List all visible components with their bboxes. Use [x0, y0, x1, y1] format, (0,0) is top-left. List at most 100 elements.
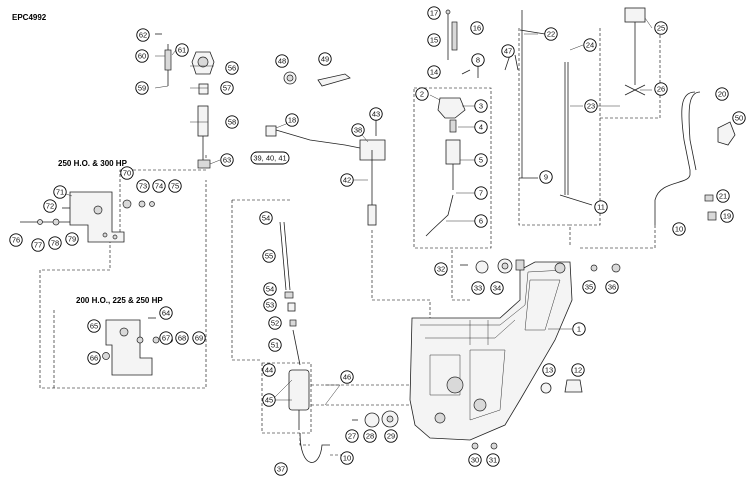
callout-circle: [135, 49, 149, 63]
callout-circle: [136, 179, 150, 193]
callout-64: 64: [159, 306, 173, 320]
callout-number: 2: [420, 90, 424, 99]
callout-circle: [268, 338, 282, 352]
callout-49: 49: [318, 52, 332, 66]
callout-46: 46: [340, 370, 354, 384]
callout-number: 66: [90, 354, 98, 363]
callout-number: 46: [343, 373, 351, 382]
callout-79: 79: [65, 232, 79, 246]
callout-circle: [363, 429, 377, 443]
callout-circle: [159, 306, 173, 320]
callout-number: 62: [139, 31, 147, 40]
callout-number: 25: [657, 24, 665, 33]
callout-number: 53: [266, 301, 274, 310]
callout-circle: [268, 316, 282, 330]
callout-circle: [384, 429, 398, 443]
callout-8: 8: [471, 53, 485, 67]
callout-circle: [152, 179, 166, 193]
callout-number: 27: [348, 432, 356, 441]
callout-number: 28: [366, 432, 374, 441]
callout-number: 76: [12, 236, 20, 245]
callout-circle: [474, 120, 488, 134]
callout-number: 8: [476, 56, 480, 65]
callout-71: 71: [53, 185, 67, 199]
callout-4: 4: [474, 120, 488, 134]
callout-number: 26: [657, 85, 665, 94]
callout-25: 25: [654, 21, 668, 35]
callout-57: 57: [220, 81, 234, 95]
callout-circle: [159, 331, 173, 345]
callout-47: 47: [501, 44, 515, 58]
callout-number: 16: [473, 24, 481, 33]
callout-45: 45: [262, 393, 276, 407]
callout-77: 77: [31, 238, 45, 252]
callout-circle: [340, 173, 354, 187]
callout-number: 68: [178, 334, 186, 343]
callout-62: 62: [136, 28, 150, 42]
callout-number: 72: [46, 202, 54, 211]
callout-number: 12: [574, 366, 582, 375]
callout-circle: [470, 21, 484, 35]
callout-number: 75: [171, 182, 179, 191]
callout-circle: [31, 238, 45, 252]
callout-circle: [369, 107, 383, 121]
callout-circle: [672, 222, 686, 236]
callout-60: 60: [135, 49, 149, 63]
callout-number: 19: [723, 212, 731, 221]
callout-number: 29: [387, 432, 395, 441]
callout-circle: [427, 6, 441, 20]
callout-27: 27: [345, 429, 359, 443]
callout-circle: [468, 453, 482, 467]
callout-39-41-text: 39, 40, 41: [253, 154, 286, 163]
heading-lower-group: 200 H.O., 225 & 250 HP: [76, 296, 163, 305]
callout-circle: [474, 186, 488, 200]
callout-26: 26: [654, 82, 668, 96]
callout-78: 78: [48, 236, 62, 250]
callout-21: 21: [716, 189, 730, 203]
callout-number: 36: [608, 283, 616, 292]
callout-number: 15: [430, 36, 438, 45]
callout-number: 71: [56, 188, 64, 197]
callout-circle: [285, 113, 299, 127]
callout-28: 28: [363, 429, 377, 443]
callout-59: 59: [135, 81, 149, 95]
callout-circle: [471, 281, 485, 295]
callout-circle: [571, 363, 585, 377]
callout-number: 57: [223, 84, 231, 93]
callout-75: 75: [168, 179, 182, 193]
callout-number: 30: [471, 456, 479, 465]
callout-61: 61: [175, 43, 189, 57]
callout-54b: 54: [263, 282, 277, 296]
callout-number: 42: [343, 176, 351, 185]
callout-number: 35: [585, 283, 593, 292]
callout-number: 64: [162, 309, 170, 318]
diagram-code: EPC4992: [12, 13, 47, 22]
callout-number: 54: [266, 285, 274, 294]
callout-39-40-41: 39, 40, 41: [250, 151, 290, 165]
callout-circle: [427, 33, 441, 47]
callout-number: 49: [321, 55, 329, 64]
callout-number: 63: [223, 156, 231, 165]
callout-circle: [501, 44, 515, 58]
callout-15: 15: [427, 33, 441, 47]
callout-73: 73: [136, 179, 150, 193]
callout-number: 14: [430, 68, 438, 77]
oil-tank: [409, 261, 573, 441]
callout-number: 10: [343, 454, 351, 463]
callout-circle: [168, 179, 182, 193]
callout-number: 17: [430, 9, 438, 18]
callout-circle: [53, 185, 67, 199]
callout-number: 54: [262, 214, 270, 223]
callout-6: 6: [474, 214, 488, 228]
callout-circle: [434, 262, 448, 276]
callout-circle: [474, 99, 488, 113]
callout-22: 22: [544, 27, 558, 41]
callout-circle: [583, 38, 597, 52]
callout-number: 67: [162, 334, 170, 343]
callout-number: 56: [228, 64, 236, 73]
callout-16: 16: [470, 21, 484, 35]
callout-72: 72: [43, 199, 57, 213]
pump-assembly-2: [425, 97, 466, 237]
callout-7: 7: [474, 186, 488, 200]
callout-circle: [486, 453, 500, 467]
